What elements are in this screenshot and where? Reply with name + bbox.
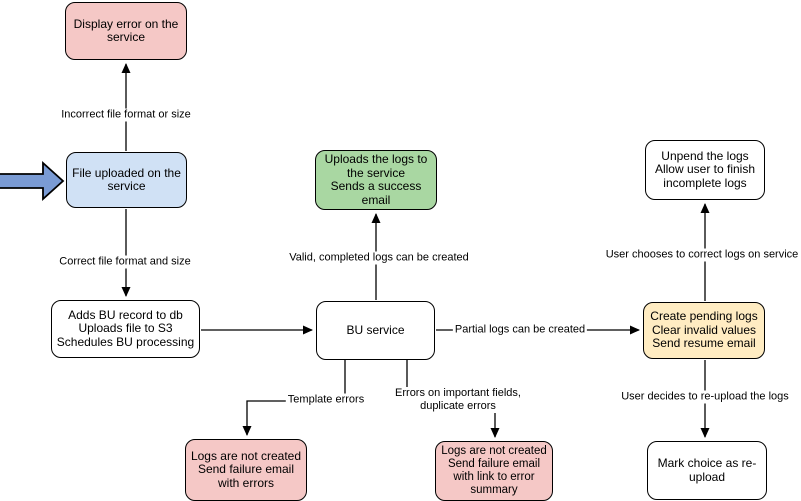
node-label: Mark choice as re- upload — [657, 456, 757, 484]
node-label: Create pending logs Clear invalid values… — [650, 309, 758, 351]
node-logs-failure-summary[interactable]: Logs are not created Send failure email … — [435, 441, 553, 501]
node-file-uploaded[interactable]: File uploaded on the service — [66, 152, 187, 208]
node-label: Uploads the logs to the service Sends a … — [324, 152, 428, 207]
input-arrow-icon[interactable] — [0, 160, 65, 202]
node-label: Display error on the service — [73, 16, 179, 44]
edge-label-user-chooses: User chooses to correct logs on service — [603, 248, 801, 262]
node-label: Logs are not created Send failure email … — [441, 445, 547, 496]
node-label: BU service — [346, 322, 405, 337]
node-label: Unpend the logs Allow user to finish inc… — [654, 148, 756, 190]
node-uploads-logs-success[interactable]: Uploads the logs to the service Sends a … — [315, 150, 437, 210]
node-create-pending-logs[interactable]: Create pending logs Clear invalid values… — [643, 302, 765, 359]
edge-label-partial-logs: Partial logs can be created — [452, 323, 588, 337]
node-bu-service[interactable]: BU service — [316, 301, 435, 360]
node-adds-bu-record[interactable]: Adds BU record to db Uploads file to S3 … — [51, 300, 200, 358]
node-display-error[interactable]: Display error on the service — [65, 2, 187, 60]
edge-label-user-decides: User decides to re-upload the logs — [619, 390, 791, 404]
node-mark-choice-reupload[interactable]: Mark choice as re- upload — [647, 441, 767, 500]
edge-label-correct-format: Correct file format and size — [57, 255, 193, 269]
edge-label-valid-logs: Valid, completed logs can be created — [287, 251, 471, 265]
node-label: Logs are not created Send failure email … — [190, 448, 302, 490]
edge-label-important-fields: Errors on important fields, duplicate er… — [393, 387, 523, 413]
node-logs-failure-errors[interactable]: Logs are not created Send failure email … — [185, 439, 307, 501]
edge-label-template-errors: Template errors — [285, 393, 367, 407]
node-unpend-logs[interactable]: Unpend the logs Allow user to finish inc… — [645, 140, 765, 200]
node-label: Adds BU record to db Uploads file to S3 … — [56, 307, 195, 349]
node-label: File uploaded on the service — [72, 165, 181, 193]
edge-label-incorrect-format: Incorrect file format or size — [59, 108, 193, 122]
